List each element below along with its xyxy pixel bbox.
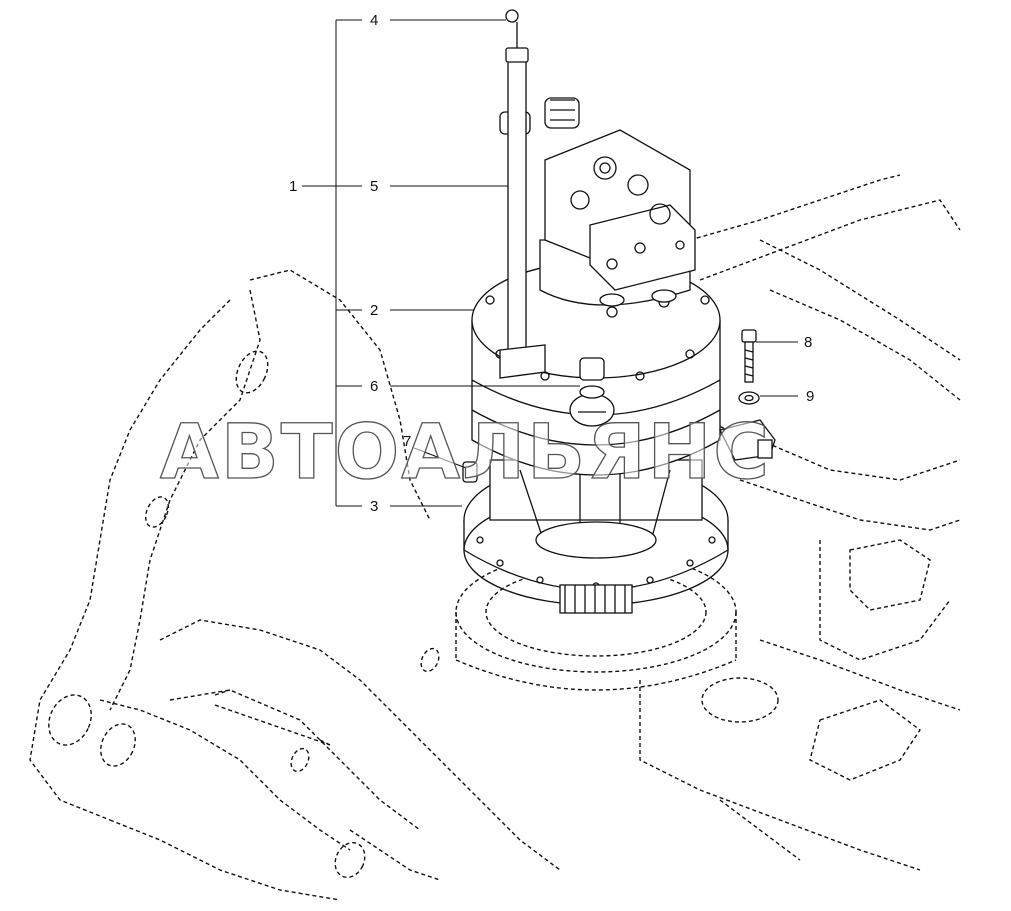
callout-9: 9 — [806, 388, 814, 405]
callout-6: 6 — [370, 378, 378, 395]
bolt — [741, 329, 757, 383]
callout-4: 4 — [370, 12, 378, 29]
reduction-gear — [463, 459, 729, 614]
callout-1: 1 — [289, 178, 297, 195]
valve-block — [499, 97, 696, 307]
breather-plug — [569, 357, 615, 427]
dipstick — [499, 9, 546, 379]
callout-5: 5 — [370, 178, 378, 195]
swing-motor-assembly — [462, 9, 776, 614]
drain-elbow — [719, 419, 776, 461]
callout-7: 7 — [403, 433, 411, 450]
callout-labels: 1 2 3 4 5 6 7 8 9 — [289, 12, 814, 515]
watermark-text: АВТОАЛЬЯНС — [160, 407, 771, 496]
callout-3: 3 — [370, 498, 378, 515]
leader-lines — [302, 19, 798, 507]
callout-8: 8 — [804, 334, 812, 351]
washer — [738, 391, 760, 405]
pin — [462, 461, 478, 483]
callout-2: 2 — [370, 302, 378, 319]
